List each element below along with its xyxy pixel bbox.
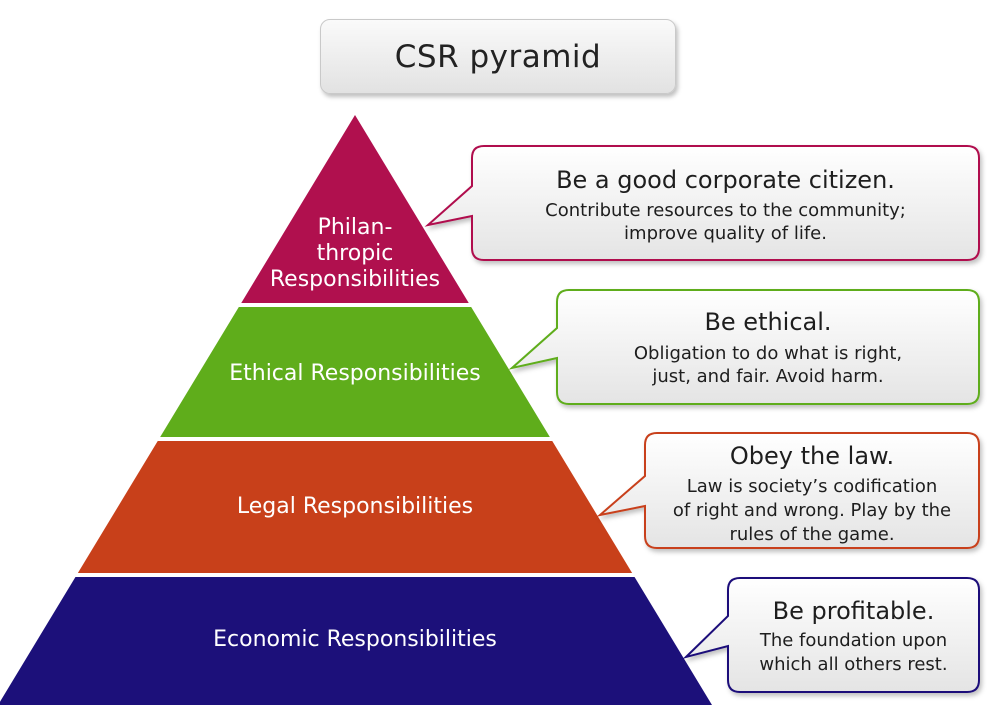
callout-ethical-heading: Be ethical.	[704, 308, 831, 336]
page-title: CSR pyramid	[394, 38, 602, 75]
callout-ethical	[508, 289, 980, 405]
tier-legal-label-line: Legal Responsibilities	[237, 494, 473, 519]
tier-philanthropic-label-line: Philan-	[318, 215, 393, 240]
callout-economic-body-line: The foundation upon	[759, 630, 947, 651]
callout-philanthropic-body-line: improve quality of life.	[624, 223, 827, 244]
callouts: Be a good corporate citizen. Contribute r…	[424, 145, 980, 693]
tier-economic-label: Economic Responsibilities	[213, 627, 497, 652]
tier-ethical-label: Ethical Responsibilities	[229, 361, 481, 386]
callout-economic-body: The foundation upon which all others rest…	[759, 630, 948, 675]
tier-philanthropic	[241, 115, 469, 303]
callout-legal-body-line: Law is society’s codification	[687, 476, 938, 497]
title-box: CSR pyramid	[320, 19, 676, 94]
callout-philanthropic-body-line: Contribute resources to the community;	[545, 200, 906, 221]
callout-philanthropic-heading: Be a good corporate citizen.	[556, 166, 895, 194]
callout-legal	[596, 432, 980, 549]
callout-ethical-body: Obligation to do what is right,just, and…	[634, 343, 902, 387]
callout-economic-body-line: which all others rest.	[759, 654, 947, 675]
tier-legal-label: Legal Responsibilities	[237, 494, 473, 519]
callout-economic-heading: Be profitable.	[773, 597, 935, 625]
callout-ethical-body-line: just, and fair. Avoid harm.	[651, 366, 883, 387]
tier-ethical-label-line: Ethical Responsibilities	[229, 361, 481, 386]
callout-legal-body-line: of right and wrong. Play by the	[673, 500, 951, 521]
callout-legal-heading: Obey the law.	[730, 442, 894, 470]
callout-ethical-body-line: Obligation to do what is right,	[634, 343, 902, 364]
tier-philanthropic-label-line: thropic	[317, 241, 394, 266]
callout-philanthropic	[424, 145, 980, 261]
callout-legal-body: Law is society’s codification of right an…	[673, 476, 951, 545]
tier-legal	[77, 441, 633, 573]
callout-legal-body-line: rules of the game.	[729, 524, 894, 545]
callout-economic	[682, 577, 980, 693]
tier-ethical	[160, 307, 550, 437]
tier-philanthropic-label-line: Responsibilities	[270, 267, 440, 292]
tier-economic	[0, 577, 712, 705]
callout-philanthropic-body: Contribute resources to the community;im…	[545, 200, 906, 244]
tier-economic-label-line: Economic Responsibilities	[213, 627, 497, 652]
